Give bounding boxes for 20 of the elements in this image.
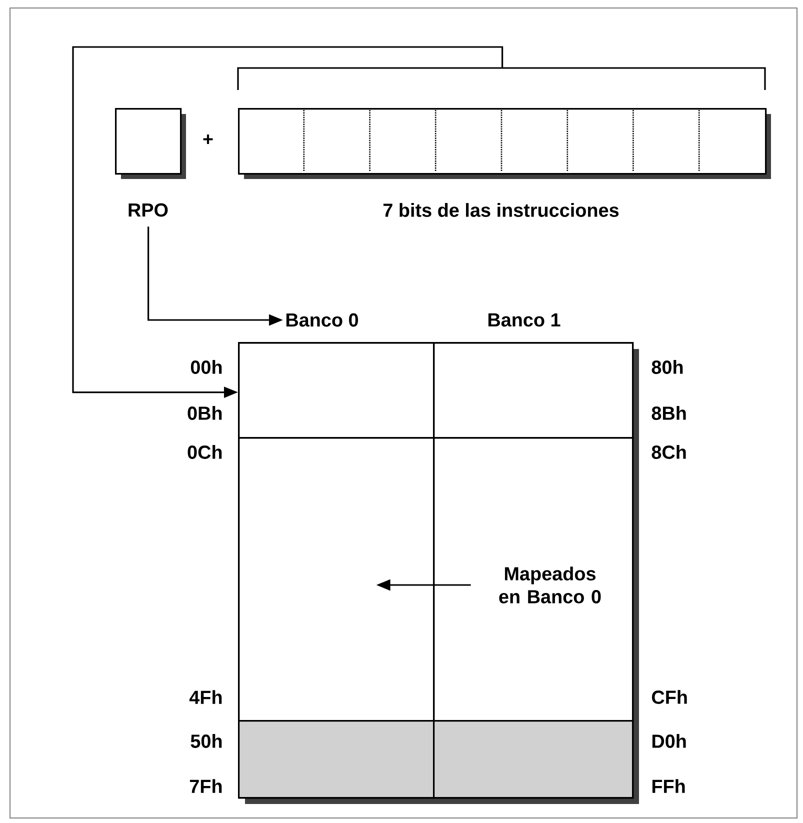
memory-cell xyxy=(433,720,634,799)
register-label: 7 bits de las instrucciones xyxy=(383,203,619,217)
address-label: 0Ch xyxy=(188,445,222,459)
address-label: 4Fh xyxy=(189,690,222,704)
address-label: 00h xyxy=(190,360,222,374)
address-label: 8Bh xyxy=(652,406,686,420)
address-label: 8Ch xyxy=(652,445,686,459)
memory-cell xyxy=(433,342,634,439)
address-label: FFh xyxy=(652,779,685,793)
register-label: RPO xyxy=(128,203,168,217)
note-text: Mapeados en Banco 0 xyxy=(499,566,601,604)
address-label: 0Bh xyxy=(188,406,222,420)
address-label: CFh xyxy=(652,690,687,704)
memory-cell xyxy=(238,342,435,439)
memory-cell xyxy=(238,720,435,799)
plus-sign: + xyxy=(203,134,213,144)
address-label: D0h xyxy=(652,734,686,748)
address-label: 80h xyxy=(652,360,683,374)
bank-label: Banco 0 xyxy=(286,313,358,327)
address-label: 50h xyxy=(190,734,222,748)
